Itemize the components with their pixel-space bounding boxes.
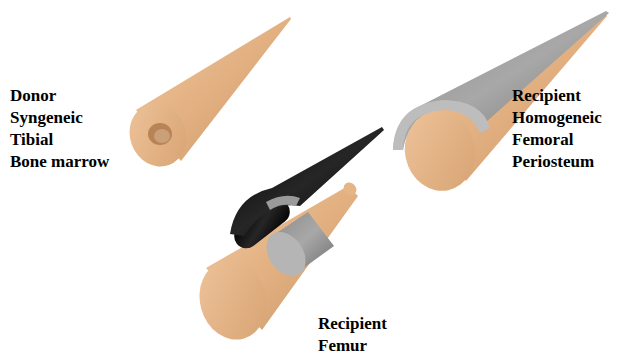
recipient-periosteum xyxy=(393,11,609,197)
donor-tibia xyxy=(121,17,291,175)
marrow-cavity-inner xyxy=(154,129,170,143)
periosteum-sheath xyxy=(393,11,609,150)
flap-edge xyxy=(266,196,300,210)
bone-shaft xyxy=(136,17,291,161)
femur-end-face xyxy=(191,253,275,347)
bone-end-face xyxy=(121,95,196,174)
marrow-cavity xyxy=(148,123,172,145)
periosteal-flap xyxy=(230,127,384,236)
part-label: Recipient xyxy=(318,314,387,334)
part-label: Tibial xyxy=(10,130,53,150)
part-label: Femur xyxy=(318,336,367,354)
part-label: Periosteum xyxy=(512,152,594,172)
part-label: Recipient xyxy=(512,86,581,106)
part-label: Femoral xyxy=(512,130,573,150)
part-label: Syngeneic xyxy=(10,108,83,128)
femur-tip xyxy=(341,180,359,198)
periosteum-edge xyxy=(393,100,490,150)
part-label: Bone marrow xyxy=(10,152,109,172)
part-label: Donor xyxy=(10,86,56,106)
part-label: Homogeneic xyxy=(512,108,602,128)
